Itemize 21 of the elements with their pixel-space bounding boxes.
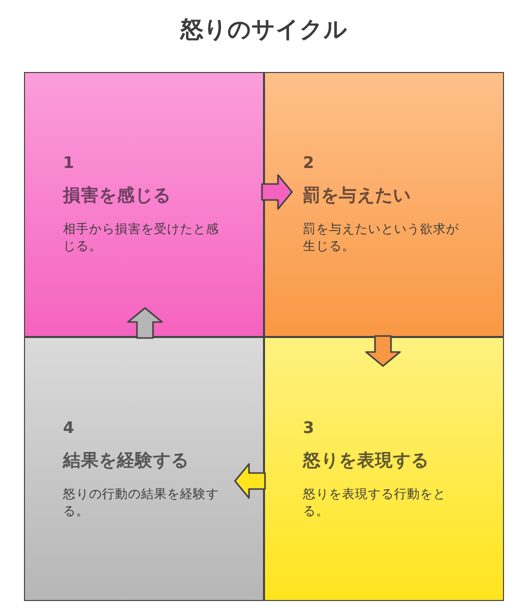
title: 怒りのサイクル [180, 16, 348, 45]
step-heading: 罰を与えたい [303, 185, 411, 207]
step-heading: 損害を感じる [63, 184, 171, 207]
quadrant-panel [264, 72, 504, 337]
step-number: 2 [303, 153, 314, 172]
step-number: 1 [63, 153, 74, 172]
step-description: 怒りを表現する行動をとる。 [303, 486, 447, 520]
quadrant-panel [24, 337, 264, 601]
arrow [365, 335, 401, 367]
step-description: 相手から損害を受けたと感じる。 [63, 221, 219, 255]
step-description: 罰を与えたいという欲求が生じる。 [303, 221, 459, 255]
step-number: 3 [303, 418, 314, 437]
arrow [234, 463, 266, 499]
arrow [261, 174, 293, 210]
arrow [127, 307, 163, 339]
step-number: 4 [63, 418, 74, 437]
quadrant-panel [264, 337, 504, 601]
step-heading: 怒りを表現する [303, 450, 429, 472]
step-heading: 結果を経験する [63, 450, 189, 472]
quadrant-panel [24, 72, 264, 337]
step-description: 怒りの行動の結果を経験する。 [63, 486, 219, 520]
